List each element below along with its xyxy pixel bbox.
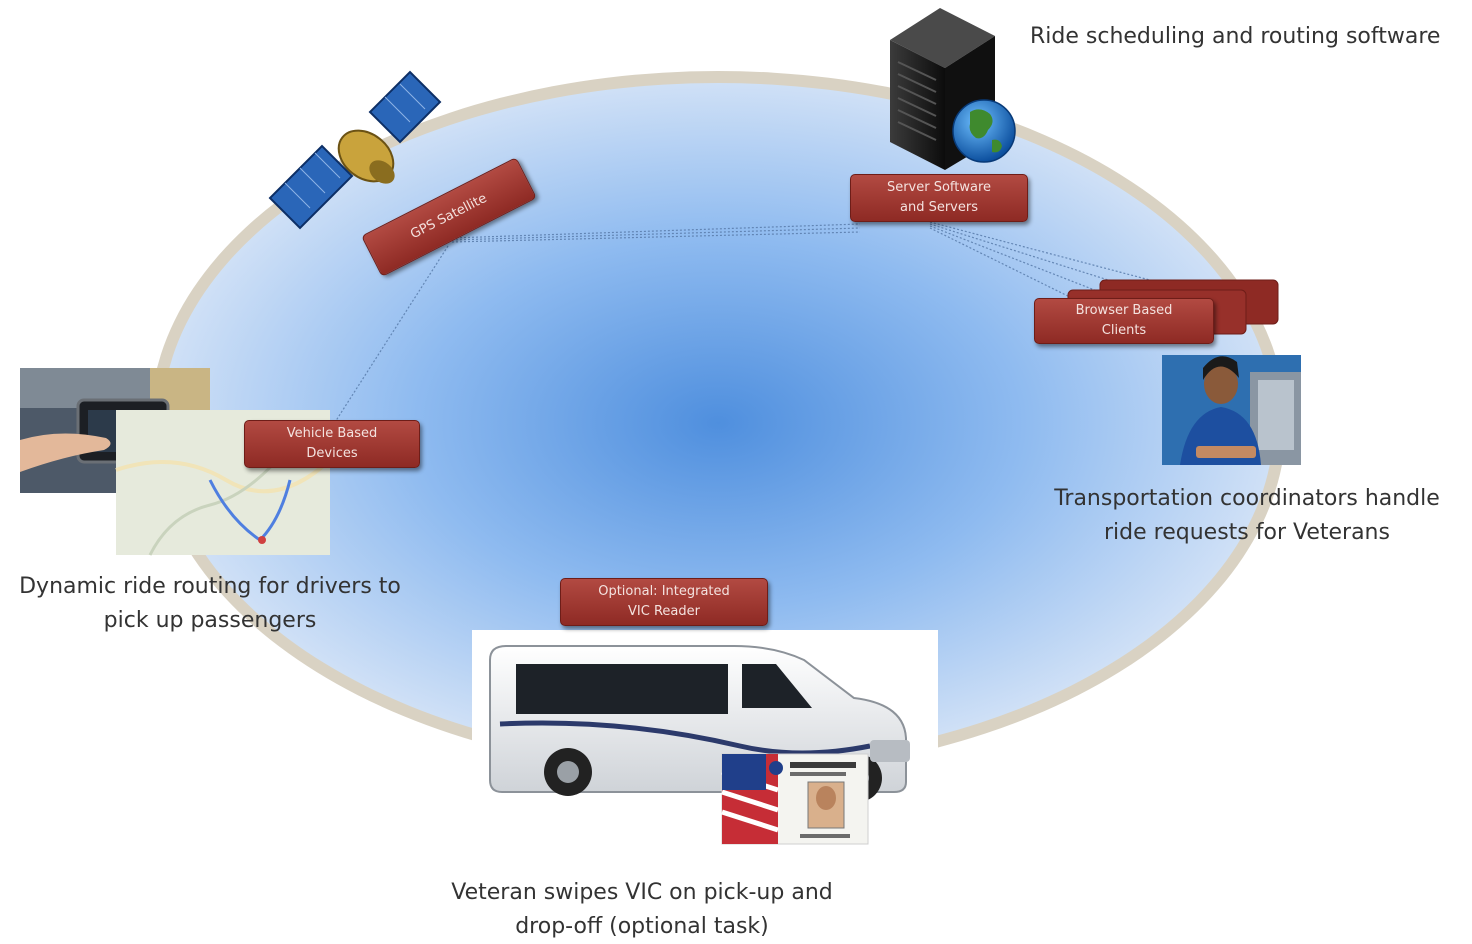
vehicle-tag-line1: Vehicle Based xyxy=(286,426,378,441)
browser-tag-line1: Browser Based xyxy=(1075,303,1173,318)
caption-dynamic-routing: Dynamic ride routing for drivers to pick… xyxy=(4,570,416,638)
caption-dynamic-routing-line2: pick up passengers xyxy=(103,608,317,633)
caption-veteran-swipes-line2: drop-off (optional task) xyxy=(515,914,769,939)
vic-card-photo xyxy=(721,753,869,845)
caption-coordinators-line1: Transportation coordinators handle xyxy=(1054,486,1440,511)
connection-lines xyxy=(329,221,1166,431)
vic-tag-line1: Optional: Integrated xyxy=(598,584,730,599)
network-ellipse xyxy=(162,83,1274,763)
coordinator-photo xyxy=(1162,355,1301,465)
caption-ride-scheduling-text: Ride scheduling and routing software xyxy=(1030,24,1441,49)
satellite-icon xyxy=(268,70,442,230)
caption-ride-scheduling: Ride scheduling and routing software xyxy=(1030,20,1464,54)
caption-veteran-swipes-line1: Veteran swipes VIC on pick-up and xyxy=(451,880,833,905)
vehicle-tag-line2: Devices xyxy=(306,446,358,461)
vehicle-devices-tag: Vehicle Based Devices xyxy=(244,420,420,468)
server-tag-line1: Server Software xyxy=(886,180,992,195)
caption-dynamic-routing-line1: Dynamic ride routing for drivers to xyxy=(19,574,401,599)
server-software-tag: Server Software and Servers xyxy=(850,174,1028,222)
vic-reader-tag: Optional: Integrated VIC Reader xyxy=(560,578,768,626)
globe-icon xyxy=(952,99,1016,163)
caption-coordinators-line2: ride requests for Veterans xyxy=(1104,520,1390,545)
server-tag-line2: and Servers xyxy=(900,200,978,215)
caption-coordinators: Transportation coordinators handle ride … xyxy=(1032,482,1462,550)
browser-tag-line2: Clients xyxy=(1101,323,1147,338)
caption-veteran-swipes: Veteran swipes VIC on pick-up and drop-o… xyxy=(432,876,852,944)
vic-tag-line2: VIC Reader xyxy=(628,604,700,619)
browser-clients-tag: Browser Based Clients xyxy=(1034,298,1214,344)
